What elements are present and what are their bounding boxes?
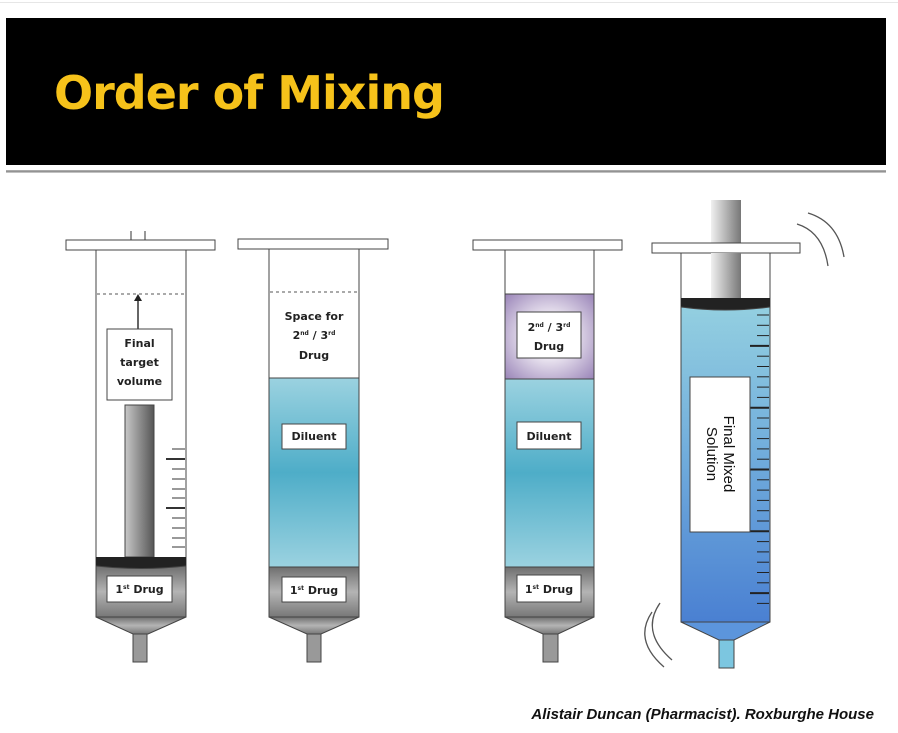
- syringe-cone: [680, 621, 771, 641]
- diluent-label: Diluent: [526, 430, 571, 443]
- space-label-line: Drug: [299, 349, 329, 362]
- second-third-drug-label: 2nd / 3rd: [528, 321, 571, 334]
- space-label-line: 2nd / 3rd: [293, 329, 336, 342]
- syringe-3: 2nd / 3rd Drug Diluent 1st Drug: [472, 239, 623, 663]
- syringe-tip: [718, 639, 735, 669]
- stopper: [681, 298, 770, 310]
- svg-text:Final Mixed: Final Mixed: [720, 416, 737, 493]
- first-drug-box: [516, 574, 582, 603]
- syringe-2: Space for 2nd / 3rd Drug Diluent 1st Dru…: [237, 238, 389, 663]
- syringe-tip: [132, 633, 148, 663]
- diluent-box: [516, 421, 582, 450]
- flange: [65, 239, 216, 251]
- header-rule: [6, 170, 886, 173]
- first-drug-box: [281, 576, 347, 603]
- target-label-line: Final: [124, 337, 154, 350]
- target-label-line: target: [120, 356, 159, 369]
- syringe-tip: [542, 633, 559, 663]
- syringe-cone: [268, 616, 360, 635]
- second-third-drug-label: Drug: [534, 340, 564, 353]
- credit-text: Alistair Duncan (Pharmacist). Roxburghe …: [531, 706, 874, 723]
- space-label-line: Space for: [285, 310, 344, 323]
- flange: [237, 238, 389, 250]
- syringe-cone: [95, 616, 187, 635]
- scale-ticks: [166, 448, 185, 548]
- target-label-line: volume: [117, 375, 162, 388]
- syringe-4: Final Mixed Solution: [644, 200, 845, 669]
- scale-ticks: [750, 314, 769, 604]
- syringe-tip: [306, 633, 322, 663]
- first-drug-label: 1st Drug: [525, 583, 573, 596]
- second-third-drug-box: [516, 311, 582, 359]
- diluent-box: [281, 423, 347, 450]
- diluent-region: [268, 377, 360, 568]
- final-solution-label: Final Mixed Solution: [703, 416, 737, 493]
- slide-title: Order of Mixing: [54, 66, 445, 120]
- svg-text:Solution: Solution: [703, 427, 720, 481]
- first-drug-label: 1st Drug: [290, 584, 338, 597]
- syringe-1: Final target volume 1st Drug: [65, 231, 216, 663]
- first-drug-box: [106, 575, 173, 603]
- flange: [472, 239, 623, 251]
- final-solution-box: [689, 376, 751, 533]
- syringe-cone: [504, 616, 595, 635]
- flange: [651, 242, 801, 254]
- shake-motion-icon: [644, 212, 845, 668]
- plunger-rod: [124, 404, 155, 558]
- target-volume-box: [106, 328, 173, 401]
- first-drug-label: 1st Drug: [115, 583, 163, 596]
- diluent-region: [504, 378, 595, 568]
- diluent-label: Diluent: [291, 430, 336, 443]
- top-border: [0, 2, 898, 3]
- stopper: [96, 557, 186, 569]
- slide-header: [6, 18, 886, 165]
